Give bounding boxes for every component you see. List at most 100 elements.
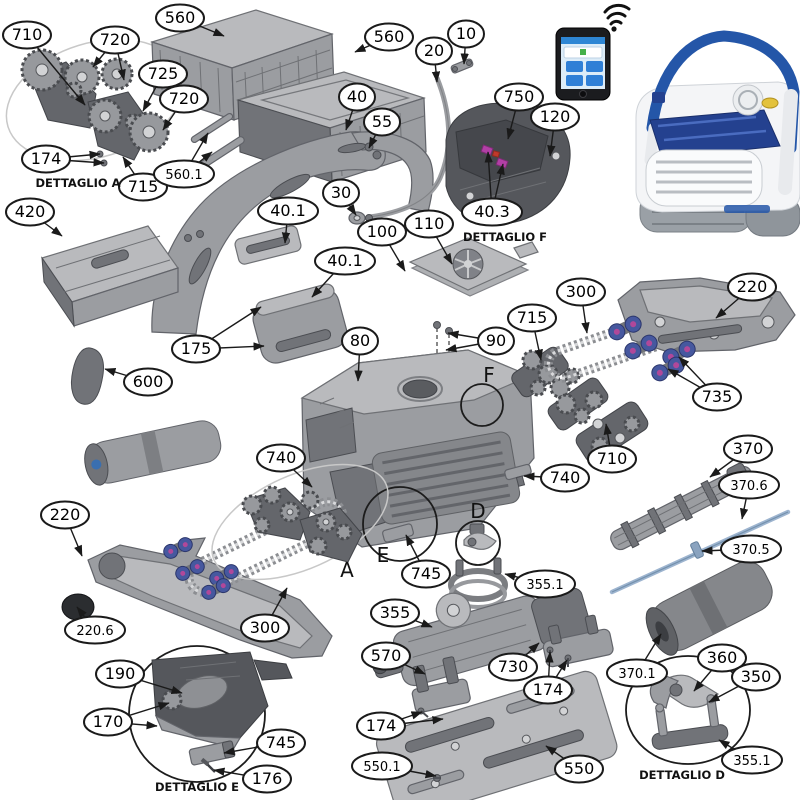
detail-f-marker-ring (460, 383, 504, 427)
svg-text:110: 110 (414, 214, 445, 233)
callout-30: 30 (322, 178, 360, 208)
callout-715: 715 (118, 172, 168, 202)
svg-text:170: 170 (93, 712, 124, 731)
svg-text:740: 740 (266, 448, 297, 467)
svg-text:350: 350 (741, 667, 772, 686)
callout-710: 710 (2, 20, 52, 50)
svg-text:560: 560 (165, 8, 196, 27)
callout-550.1: 550.1 (351, 751, 413, 781)
letter-label-D: D (470, 499, 485, 523)
bracket-745-body (382, 523, 414, 543)
handle-40 (151, 131, 434, 335)
detail-label: DETTAGLIO E (155, 780, 239, 794)
callout-175: 175 (171, 334, 221, 364)
callout-174: 174 (21, 144, 71, 174)
detail-label: DETTAGLIO A (35, 176, 120, 190)
callout-710: 710 (587, 444, 637, 474)
callout-220.6: 220.6 (64, 615, 126, 645)
svg-text:600: 600 (133, 372, 164, 391)
svg-text:730: 730 (498, 657, 529, 676)
svg-text:550.1: 550.1 (363, 760, 400, 775)
svg-text:550: 550 (564, 759, 595, 778)
callout-170: 170 (83, 707, 133, 737)
svg-text:174: 174 (533, 680, 564, 699)
bracket-570 (411, 656, 471, 714)
callout-750: 750 (494, 82, 544, 112)
callout-370.6: 370.6 (718, 470, 780, 500)
svg-text:300: 300 (250, 618, 281, 637)
callout-190: 190 (95, 659, 145, 689)
collar-370-5 (690, 541, 704, 559)
svg-text:355.1: 355.1 (733, 754, 770, 769)
detail-d (625, 655, 751, 765)
axle-rod-370-6 (609, 509, 791, 595)
callout-100: 100 (357, 217, 407, 247)
callout-560: 560 (364, 22, 414, 52)
svg-text:710: 710 (12, 25, 43, 44)
callout-120: 120 (530, 102, 580, 132)
letter-label-E: E (377, 543, 390, 567)
svg-text:30: 30 (331, 183, 351, 202)
callout-40: 40 (338, 82, 376, 112)
svg-text:55: 55 (372, 112, 392, 131)
lid-420 (41, 225, 179, 328)
callout-355: 355 (370, 598, 420, 628)
callout-220: 220 (40, 500, 90, 530)
callout-300: 300 (556, 277, 606, 307)
callout-300: 300 (240, 613, 290, 643)
callout-80: 80 (341, 326, 379, 356)
detail-e-marker-ring (362, 486, 438, 562)
bumper-175 (252, 283, 348, 364)
svg-text:420: 420 (15, 202, 46, 221)
callout-350: 350 (731, 662, 781, 692)
svg-text:174: 174 (366, 716, 397, 735)
callout-420: 420 (5, 197, 55, 227)
callout-370.5: 370.5 (720, 534, 782, 564)
svg-text:40.1: 40.1 (270, 201, 306, 220)
robot-cleaner-photo (635, 30, 800, 237)
svg-text:745: 745 (266, 733, 297, 752)
parts-illustration (5, 3, 800, 800)
svg-text:560: 560 (374, 27, 405, 46)
callout-735: 735 (692, 382, 742, 412)
callout-720: 720 (90, 25, 140, 55)
callout-745: 745 (256, 728, 306, 758)
callout-110: 110 (404, 209, 454, 239)
callout-174: 174 (356, 711, 406, 741)
panel-40-1 (234, 225, 302, 265)
svg-text:360: 360 (707, 648, 738, 667)
svg-text:120: 120 (540, 107, 571, 126)
callout-600: 600 (123, 367, 173, 397)
callout-40.1: 40.1 (314, 246, 376, 276)
callout-370.1: 370.1 (606, 658, 668, 688)
gear-cluster-detail-a (5, 38, 185, 167)
callout-560: 560 (155, 3, 205, 33)
callout-725: 725 (138, 59, 188, 89)
svg-text:750: 750 (504, 87, 535, 106)
callout-740: 740 (256, 443, 306, 473)
svg-text:720: 720 (100, 30, 131, 49)
svg-text:220: 220 (737, 277, 768, 296)
callout-550: 550 (554, 754, 604, 784)
foam-600 (70, 347, 104, 405)
detail-label: DETTAGLIO F (463, 230, 547, 244)
bracket-730 (542, 614, 614, 668)
callout-40.3: 40.3 (461, 197, 523, 227)
detail-d-marker (455, 520, 501, 566)
svg-text:90: 90 (486, 331, 506, 350)
callout-715: 715 (507, 303, 557, 333)
svg-text:560.1: 560.1 (165, 168, 202, 183)
callout-745: 745 (401, 559, 451, 589)
foot-740 (504, 463, 532, 487)
svg-text:176: 176 (252, 769, 283, 788)
callout-720: 720 (159, 84, 209, 114)
svg-text:40.1: 40.1 (327, 251, 363, 270)
svg-text:740: 740 (550, 468, 581, 487)
detail-e (128, 645, 269, 783)
wifi-icon (603, 3, 631, 32)
svg-text:355.1: 355.1 (526, 578, 563, 593)
callout-360: 360 (697, 643, 747, 673)
